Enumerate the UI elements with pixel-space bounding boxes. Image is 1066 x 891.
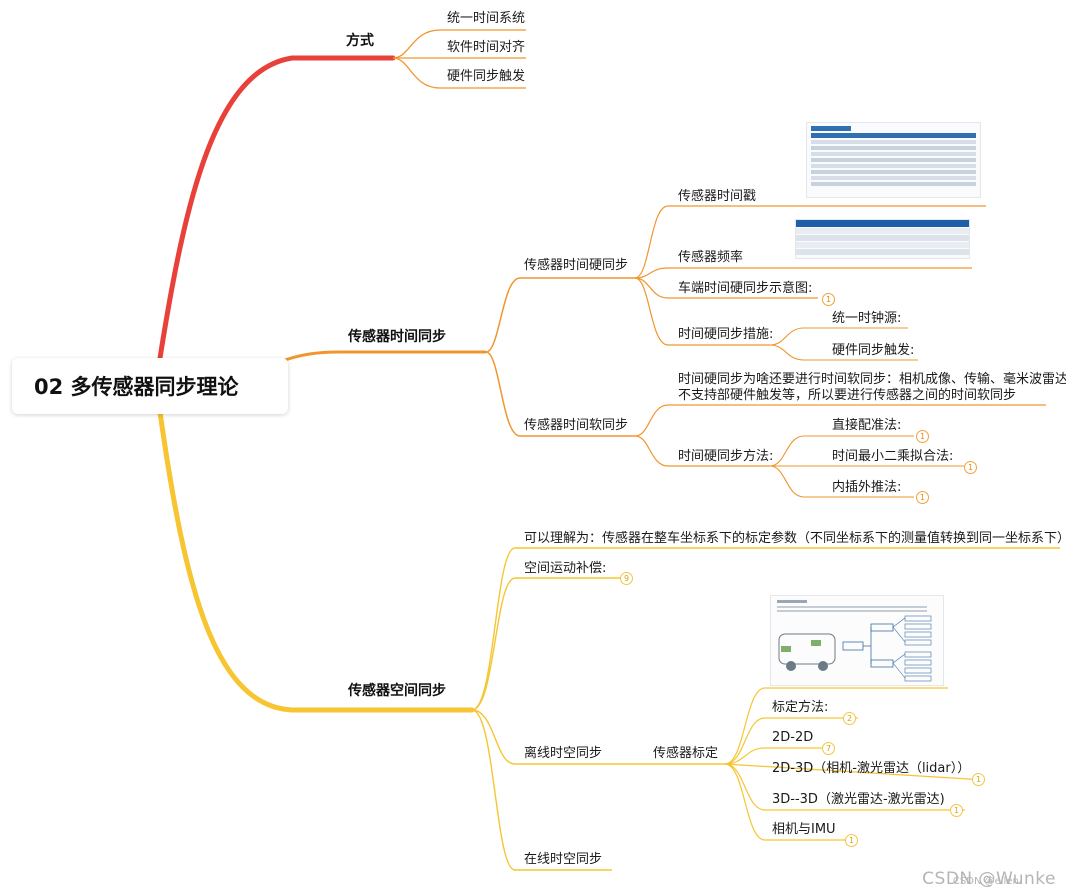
node-hard-diagram[interactable]: 车端时间硬同步示意图: <box>678 281 813 296</box>
node-hard-sync[interactable]: 传感器时间硬同步 <box>524 258 629 273</box>
count-badge[interactable]: 2 <box>843 712 856 725</box>
node-direct-registration[interactable]: 直接配准法: <box>832 418 902 433</box>
count-badge[interactable]: 7 <box>822 742 835 755</box>
link-calib-5 <box>724 763 856 841</box>
node-hard-measures[interactable]: 时间硬同步措施: <box>678 327 774 342</box>
node-calibration[interactable]: 传感器标定 <box>653 746 719 761</box>
count-badge[interactable]: 1 <box>916 430 929 443</box>
count-badge[interactable]: 1 <box>822 293 835 306</box>
link-calib-3 <box>724 763 986 781</box>
branch-line-space-sync <box>157 409 475 713</box>
node-understand[interactable]: 可以理解为：传感器在整车坐标系下的标定参数（不同坐标系下的测量值转换到同一坐标系… <box>524 531 1066 546</box>
node-frequency[interactable]: 传感器频率 <box>678 250 744 265</box>
node-soft-method[interactable]: 时间硬同步方法: <box>678 449 774 464</box>
link-hard-3 <box>634 277 818 299</box>
count-badge[interactable]: 1 <box>964 461 977 474</box>
root-title: 02 多传感器同步理论 <box>34 375 239 399</box>
node-timestamp[interactable]: 传感器时间戳 <box>678 189 757 204</box>
link-hard-1 <box>634 205 986 279</box>
watermark: CSDN @Wunke <box>922 869 1056 889</box>
node-method-item[interactable]: 硬件同步触发 <box>447 69 526 84</box>
node-time-sync[interactable]: 传感器时间同步 <box>348 329 446 345</box>
link-offline <box>471 709 725 765</box>
node-2d-2d[interactable]: 2D-2D <box>772 730 814 745</box>
calibration-diagram-thumbnail[interactable] <box>770 595 944 686</box>
count-badge[interactable]: 9 <box>620 572 633 585</box>
link-calib-img <box>724 687 948 765</box>
node-offline[interactable]: 离线时空同步 <box>524 746 603 761</box>
link-measure-2 <box>769 344 918 361</box>
node-method-item[interactable]: 统一时间系统 <box>447 11 526 26</box>
node-method-item[interactable]: 软件时间对齐 <box>447 40 526 55</box>
node-hw-trigger[interactable]: 硬件同步触发: <box>832 343 915 358</box>
node-soft-reason-line2[interactable]: 不支持部硬件触发等，所以要进行传感器之间的时间软同步 <box>678 388 1017 403</box>
node-method[interactable]: 方式 <box>346 33 374 49</box>
link-calib-4 <box>724 763 965 811</box>
root-node[interactable]: 02 多传感器同步理论 <box>12 358 288 414</box>
link-hard <box>485 277 635 353</box>
link-motion <box>471 577 632 711</box>
node-interpolation[interactable]: 内插外推法: <box>832 480 902 495</box>
link-method-1 <box>392 29 526 59</box>
link-soft-method <box>634 435 770 467</box>
node-soft-reason-line1[interactable]: 时间硬同步为啥还要进行时间软同步：相机成像、传输、毫米波雷达 <box>678 372 1066 387</box>
link-calib-1 <box>724 717 858 765</box>
node-camera-imu[interactable]: 相机与IMU <box>772 822 836 837</box>
node-soft-sync[interactable]: 传感器时间软同步 <box>524 418 629 433</box>
branch-line-time-sync <box>284 350 486 362</box>
link-soft-m1 <box>769 435 914 467</box>
node-least-squares[interactable]: 时间最小二乘拟合法: <box>832 449 954 464</box>
count-badge[interactable]: 1 <box>845 834 858 847</box>
link-method-3 <box>392 57 526 89</box>
node-calib-method[interactable]: 标定方法: <box>772 700 829 715</box>
link-hard-2 <box>634 267 972 279</box>
node-2d-3d[interactable]: 2D-3D（相机-激光雷达（lidar）） <box>772 761 971 776</box>
calibration-sketch <box>777 600 932 682</box>
node-online[interactable]: 在线时空同步 <box>524 852 603 867</box>
node-motion-comp[interactable]: 空间运动补偿: <box>524 561 607 576</box>
timestamp-table-thumbnail[interactable] <box>806 122 981 198</box>
node-space-sync[interactable]: 传感器空间同步 <box>348 683 446 699</box>
link-soft-m3 <box>769 465 914 498</box>
link-soft <box>485 351 635 437</box>
count-badge[interactable]: 1 <box>972 773 985 786</box>
node-3d-3d[interactable]: 3D--3D（激光雷达-激光雷达) <box>772 792 945 807</box>
link-measure-1 <box>769 327 908 346</box>
link-calib-2 <box>724 747 830 765</box>
link-hard-4 <box>634 277 770 346</box>
node-unified-clock[interactable]: 统一时钟源: <box>832 311 902 326</box>
frequency-table-thumbnail[interactable] <box>795 219 970 259</box>
count-badge[interactable]: 1 <box>916 491 929 504</box>
link-soft-reason <box>634 404 1046 437</box>
branch-line-method <box>157 55 396 361</box>
link-online <box>471 709 612 871</box>
count-badge[interactable]: 1 <box>950 804 963 817</box>
watermark-sub: CSDN @ellen. <box>952 876 1022 887</box>
